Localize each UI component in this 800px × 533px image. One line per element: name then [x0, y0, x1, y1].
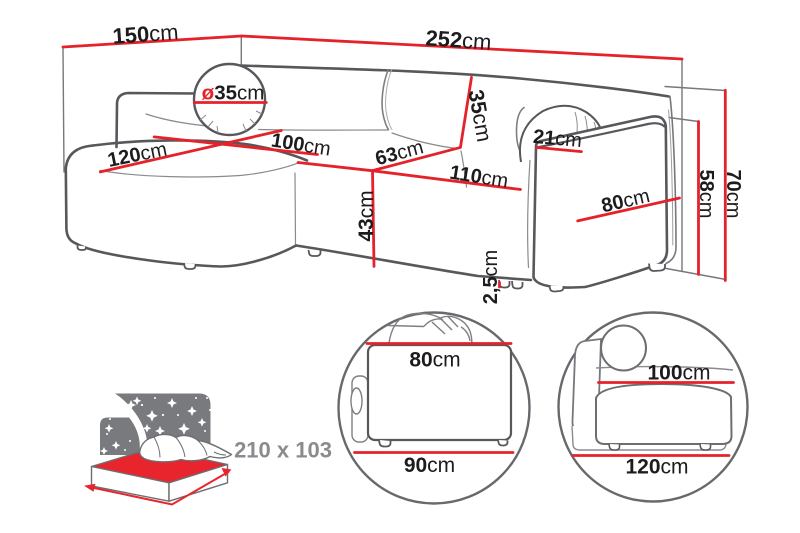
svg-text:70cm: 70cm: [722, 170, 744, 219]
svg-text:150cm: 150cm: [112, 19, 180, 49]
svg-text:210 x 103: 210 x 103: [234, 438, 332, 463]
svg-text:21cm: 21cm: [532, 126, 583, 152]
svg-text:2,5cm: 2,5cm: [480, 250, 502, 304]
svg-text:252cm: 252cm: [425, 25, 493, 55]
svg-text:80cm: 80cm: [409, 349, 460, 372]
svg-text:43cm: 43cm: [355, 190, 378, 241]
svg-text:58cm: 58cm: [695, 170, 717, 219]
svg-text:ø35cm: ø35cm: [202, 82, 265, 105]
svg-text:120cm: 120cm: [625, 456, 688, 479]
svg-text:90cm: 90cm: [404, 454, 455, 477]
svg-text:100cm: 100cm: [647, 362, 710, 385]
